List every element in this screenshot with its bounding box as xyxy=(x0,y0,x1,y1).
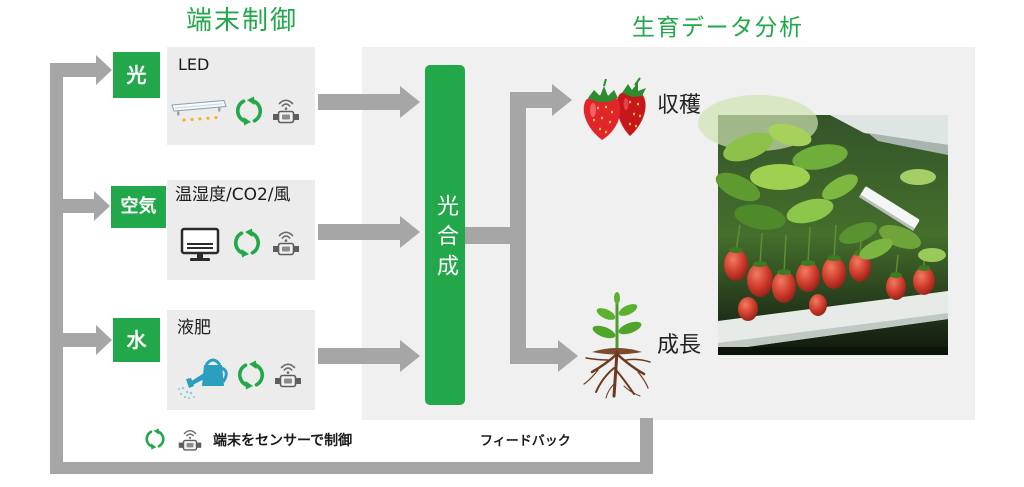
device-name-climate: 温湿度/CO2/風 xyxy=(175,185,291,205)
arrow-air-to-photosynthesis xyxy=(318,216,420,248)
led-light-icon xyxy=(171,99,227,122)
sensor-device-icon xyxy=(270,96,302,126)
legend-sensor-device-icon xyxy=(176,427,204,453)
cycle-arrows-icon xyxy=(232,228,262,258)
sensor-device-icon xyxy=(270,228,302,258)
arrow-branch-trunk xyxy=(510,92,526,364)
device-name-fertilizer: 液肥 xyxy=(177,318,211,338)
strawberry-icon xyxy=(583,77,646,140)
feedback-line-left xyxy=(50,63,63,474)
watering-can-icon xyxy=(178,358,228,399)
growth-label: 成長 xyxy=(657,333,702,358)
sensor-device-icon xyxy=(272,360,304,390)
feedback-arrow-air xyxy=(63,191,110,221)
legend-sensor-control-text: 端末をセンサーで制御 xyxy=(213,433,353,449)
harvest-label: 収穫 xyxy=(657,93,702,118)
arrow-water-to-photosynthesis xyxy=(318,340,420,372)
cycle-arrows-icon xyxy=(234,96,264,126)
air-conditioner-icon xyxy=(180,227,220,261)
growth-analysis-title: 生育データ分析 xyxy=(632,15,804,41)
feedback-line-right xyxy=(640,418,653,474)
photosynthesis-bar: 光合成 xyxy=(425,65,465,405)
strawberry-cultivation-photo xyxy=(698,95,948,355)
feedback-arrow-light xyxy=(50,55,112,85)
category-label-air: 空気 xyxy=(111,186,166,228)
feedback-line-bottom xyxy=(50,462,653,474)
category-label-light: 光 xyxy=(113,52,160,98)
arrow-to-harvest xyxy=(510,84,572,116)
category-label-water: 水 xyxy=(113,318,160,362)
sprout-roots-icon xyxy=(583,292,651,399)
arrow-light-to-photosynthesis xyxy=(318,86,420,118)
arrow-to-growth xyxy=(510,340,578,372)
control-panel-light xyxy=(167,47,315,145)
cycle-arrows-icon xyxy=(236,360,266,390)
feedback-label: フィードバック xyxy=(480,434,571,449)
terminal-control-title: 端末制御 xyxy=(186,6,299,36)
photosynthesis-label: 光合成 xyxy=(433,194,458,284)
device-name-led: LED xyxy=(178,55,210,74)
feedback-arrow-water xyxy=(63,325,112,355)
legend-cycle-arrows-icon xyxy=(144,428,166,450)
